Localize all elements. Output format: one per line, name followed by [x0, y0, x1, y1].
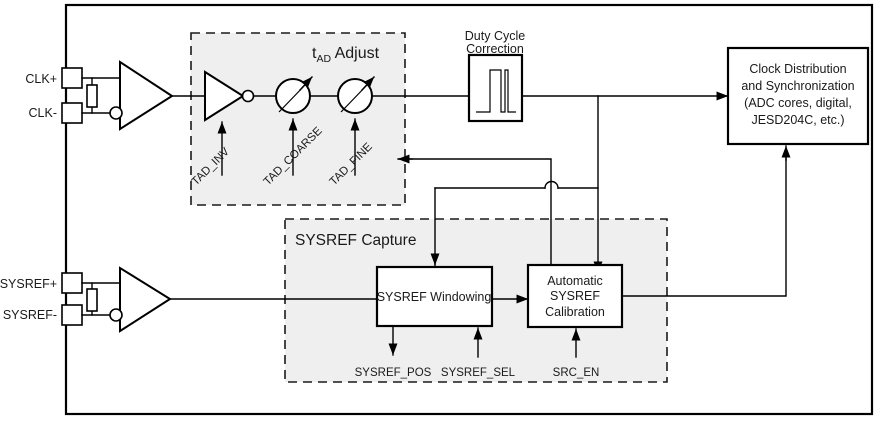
auto-cal-label-line1: Automatic — [547, 274, 603, 288]
sysref-sel-control-label: SYSREF_SEL — [441, 367, 516, 379]
sysref-pos-control-label: SYSREF_POS — [355, 367, 432, 379]
clk-neg-label: CLK- — [29, 106, 57, 120]
chip-boundary — [64, 3, 874, 416]
clk-pos-pad — [61, 67, 83, 89]
clk-input-buffer — [119, 60, 174, 131]
duty-cycle-label-line2: Correction — [466, 42, 524, 56]
sysref-windowing-block — [375, 265, 494, 328]
sysref-termination-resistor — [86, 288, 98, 312]
auto-cal-label-line2: SYSREF — [550, 289, 600, 303]
clock-distribution-label-line1: Clock Distribution — [749, 62, 846, 76]
tad-inverter — [204, 70, 245, 122]
clk-neg-pad — [61, 102, 83, 124]
clock-distribution-label-line4: JESD204C, etc.) — [751, 113, 844, 127]
automatic-sysref-calibration-block — [526, 263, 624, 329]
wire-crossover-hop — [544, 180, 559, 189]
clock-distribution-block — [726, 46, 870, 146]
sysref-neg-pad — [61, 304, 83, 326]
tad-title-main: t — [312, 45, 317, 62]
sysref-input-buffer — [119, 266, 172, 333]
sysref-neg-label: SYSREF- — [3, 308, 57, 322]
tad-adjust-title: tAD Adjust — [312, 45, 380, 65]
sysref-windowing-label: SYSREF Windowing — [377, 290, 492, 304]
src-en-control-label: SRC_EN — [553, 367, 600, 379]
auto-cal-label-line3: Calibration — [545, 305, 605, 319]
clk-pos-label: CLK+ — [25, 72, 57, 86]
calibration-to-clockdist-wire — [621, 149, 787, 297]
duty-cycle-waveform-icon — [476, 69, 516, 113]
duty-cycle-label-line1: Duty Cycle — [465, 29, 525, 43]
tad-inverter-bubble — [241, 89, 255, 103]
clk-termination-resistor — [86, 84, 98, 108]
sysref-pos-pad — [61, 272, 83, 294]
duty-cycle-correction-block — [467, 53, 524, 123]
sysref-capture-title: SYSREF Capture — [295, 232, 416, 249]
sysref-pos-label: SYSREF+ — [0, 277, 57, 291]
tad-fine-arrow-head — [361, 76, 375, 91]
calibration-feedback-wire — [398, 158, 552, 266]
tad-adjust-region — [190, 32, 406, 206]
tad-title-rest: Adjust — [331, 45, 380, 62]
clk-buffer-inverting-bubble — [109, 106, 123, 120]
sysref-buffer-inverting-bubble — [109, 308, 123, 322]
clock-distribution-label-line2: and Synchronization — [741, 79, 854, 93]
clock-distribution-label-line3: (ADC cores, digital, — [744, 96, 852, 110]
tad-title-subscript: AD — [316, 53, 331, 65]
tad-coarse-arrow-head — [299, 76, 313, 91]
